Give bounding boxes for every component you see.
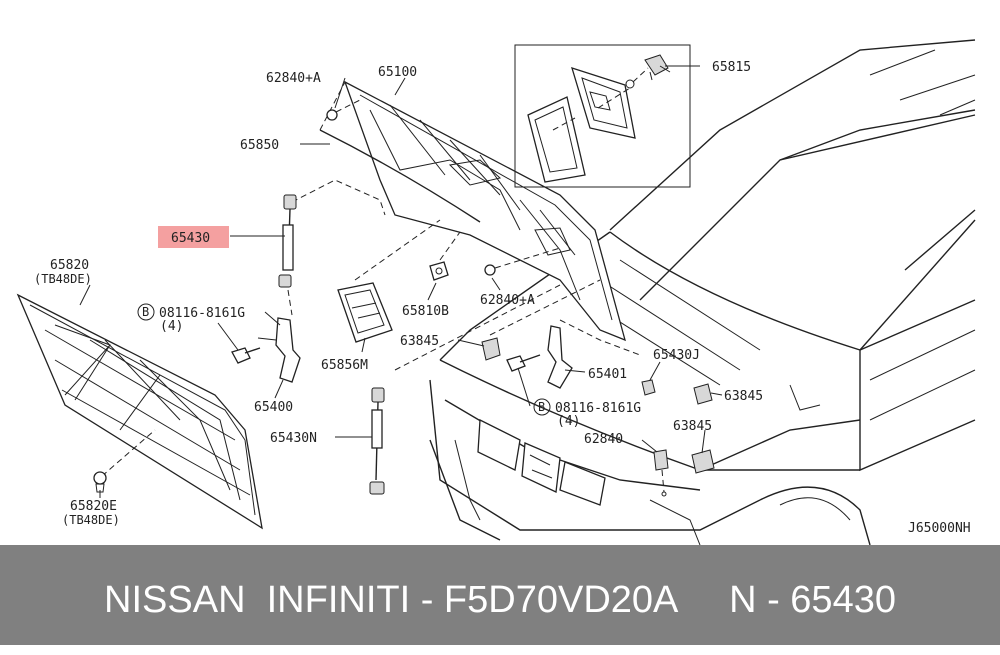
- footer-part-number-text: NISSAN INFINITI - F5D70VD20A N - 65430: [104, 579, 896, 621]
- label-65820e-note: (TB48DE): [62, 513, 120, 527]
- label-65430n: 65430N: [270, 431, 317, 446]
- bolt-marker-left-letter: B: [142, 305, 149, 319]
- label-62840a-top: 62840+A: [266, 71, 321, 86]
- diagram-canvas: 62840+A 65100 65815 65850 65430 65820 (T…: [16, 39, 976, 545]
- part-labels: 62840+A 65100 65815 65850 65430 65820 (T…: [34, 60, 971, 536]
- label-qty-left: (4): [160, 319, 183, 334]
- label-65820e: 65820E: [70, 499, 117, 514]
- hood-lock-bracket-65856m: [337, 219, 441, 343]
- label-65815: 65815: [712, 60, 751, 75]
- label-65100: 65100: [378, 65, 417, 80]
- label-65850: 65850: [240, 138, 279, 153]
- insulator-clip-65820e: [93, 429, 156, 493]
- bolt-08116-right: [506, 354, 541, 372]
- label-63845-c: 63845: [673, 419, 712, 434]
- hood-hinge-65401: [506, 319, 641, 389]
- diagram-code: J65000NH: [908, 521, 971, 536]
- hood-insulator-65820: [16, 293, 263, 530]
- hood-damper-65430: [278, 179, 386, 316]
- parts-diagram: 62840+A 65100 65815 65850 65430 65820 (T…: [16, 39, 976, 545]
- grommet-62840a-top: [326, 99, 361, 121]
- hood-panel-65100: [343, 80, 626, 342]
- nut-65810b: [429, 231, 461, 281]
- label-65401: 65401: [588, 367, 627, 382]
- grommet-62840: [653, 449, 669, 497]
- bolt-marker-right: [533, 398, 551, 416]
- bolt-marker-right-letter: B: [538, 400, 545, 414]
- highlight-65430: [158, 226, 229, 248]
- label-63845-a: 63845: [400, 334, 439, 349]
- label-62840: 62840: [584, 432, 623, 447]
- hood-hinge-65400: [231, 317, 301, 383]
- bumper-63845-c: [691, 449, 715, 474]
- label-08116-left: 08116-8161G: [159, 306, 245, 321]
- bracket-65430j: [641, 379, 656, 396]
- label-65820: 65820: [50, 258, 89, 273]
- hood-seal-65850: [319, 129, 481, 223]
- bolt-marker-left: [137, 303, 155, 321]
- bumper-63845-a: [481, 279, 601, 361]
- label-65856m: 65856M: [321, 358, 368, 373]
- label-65820-note: (TB48DE): [34, 272, 92, 286]
- vehicle-body-illustration: [429, 39, 976, 545]
- footer-banner: NISSAN INFINITI - F5D70VD20A N - 65430: [0, 545, 1000, 645]
- label-65430: 65430: [171, 231, 210, 246]
- label-63845-b: 63845: [724, 389, 763, 404]
- grommet-62840a-mid: [484, 247, 561, 276]
- label-62840a-mid: 62840+A: [480, 293, 535, 308]
- inset-box-65815: [514, 44, 691, 188]
- bumper-63845-b: [693, 383, 713, 405]
- label-65400: 65400: [254, 400, 293, 415]
- label-08116-right: 08116-8161G: [555, 401, 641, 416]
- leader-lines: [79, 65, 723, 498]
- label-65430j: 65430J: [653, 348, 700, 363]
- bolt-08116-left: [231, 347, 261, 364]
- label-qty-right: (4): [557, 414, 580, 429]
- label-65810b: 65810B: [402, 304, 449, 319]
- hood-damper-65430n: [369, 284, 561, 495]
